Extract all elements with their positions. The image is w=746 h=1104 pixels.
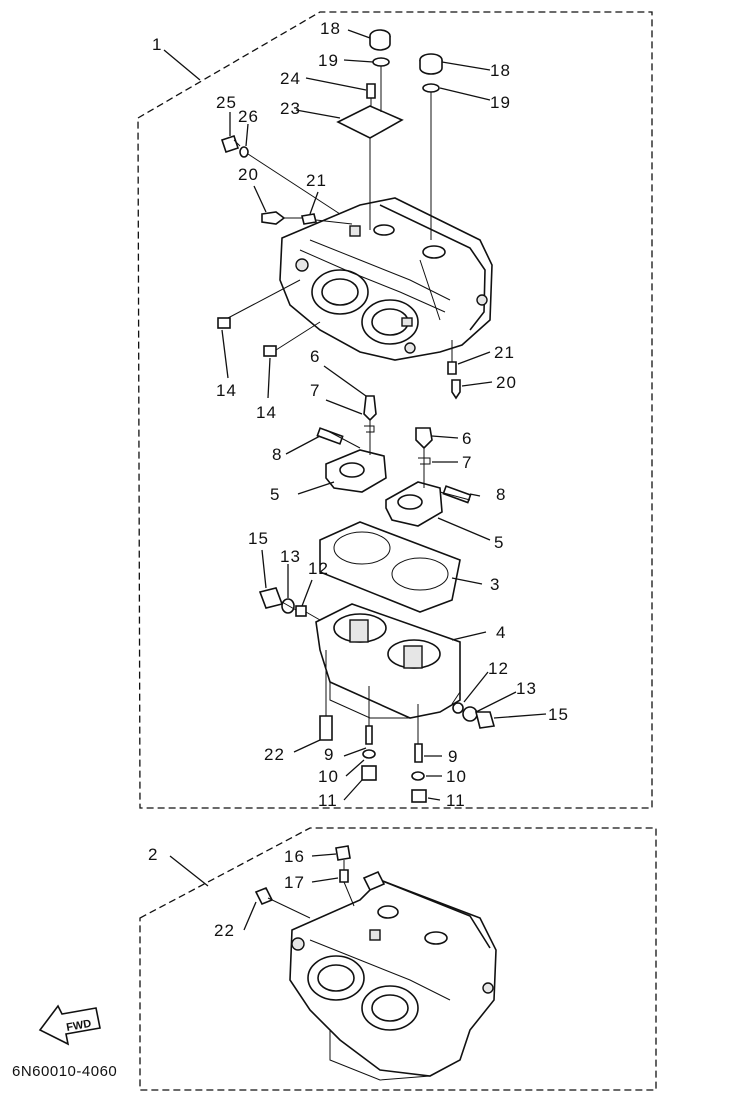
washer-12-right (452, 702, 464, 714)
washer-26 (239, 146, 249, 158)
plug-15-left (258, 587, 284, 609)
jet-24 (366, 83, 376, 99)
clip-7-left (364, 425, 375, 433)
assembly-2-outline (139, 827, 657, 1091)
drain-22-assy2 (254, 886, 274, 906)
washer-19-right (422, 83, 440, 93)
leader-lines (163, 29, 547, 931)
jet-9-left (365, 725, 373, 745)
callout-13b: 13 (516, 679, 537, 698)
callout-10a: 10 (318, 767, 339, 786)
callout-8a: 8 (272, 445, 282, 464)
needle-valve-6-left (363, 395, 377, 422)
callout-7b: 7 (462, 453, 472, 472)
fwd-label: FWD (65, 1018, 92, 1034)
plug-11-right (411, 789, 427, 803)
pilot-screw-20-right (451, 379, 461, 400)
callout-1: 1 (152, 35, 162, 54)
washer-10-right (411, 771, 425, 781)
callout-18b: 18 (490, 61, 511, 80)
callout-21b: 21 (494, 343, 515, 362)
float-chamber-4 (315, 603, 461, 719)
drain-22 (319, 715, 333, 741)
callout-12b: 12 (488, 659, 509, 678)
callout-22a: 22 (264, 745, 285, 764)
plug-18-left (369, 29, 391, 51)
callout-22b: 22 (214, 921, 235, 940)
needle-valve-6-right (415, 427, 433, 450)
plate-23 (336, 105, 404, 139)
callout-24: 24 (280, 69, 301, 88)
callout-4: 4 (496, 623, 506, 642)
callout-13a: 13 (280, 547, 301, 566)
callout-8b: 8 (496, 485, 506, 504)
callout-11b: 11 (446, 791, 466, 810)
plug-11-left (361, 765, 377, 781)
callout-15a: 15 (248, 529, 269, 548)
callout-9a: 9 (324, 745, 334, 764)
pilot-screw-20-left (261, 211, 286, 225)
callout-3: 3 (490, 575, 500, 594)
callout-6a: 6 (310, 347, 320, 366)
callout-20a: 20 (238, 165, 259, 184)
callout-14b: 14 (256, 403, 277, 422)
callout-12a: 12 (308, 559, 329, 578)
spring-17 (339, 869, 349, 883)
plug-18-right (419, 53, 443, 75)
carburetor-assembly-2 (289, 870, 497, 1081)
callout-23: 23 (280, 99, 301, 118)
pin-8-left (316, 427, 344, 445)
jet-12-left (295, 605, 307, 617)
callout-6b: 6 (462, 429, 472, 448)
callout-16: 16 (284, 847, 305, 866)
callout-17: 17 (284, 873, 305, 892)
screw-25 (220, 134, 241, 154)
callout-25: 25 (216, 93, 237, 112)
gasket-3 (319, 521, 461, 613)
diagram-code: 6N60010-4060 (12, 1063, 117, 1080)
callout-7a: 7 (310, 381, 320, 400)
callout-5b: 5 (494, 533, 504, 552)
callout-21a: 21 (306, 171, 327, 190)
callout-14a: 14 (216, 381, 237, 400)
callout-9b: 9 (448, 747, 458, 766)
callout-2: 2 (148, 845, 158, 864)
jet-14-left (217, 317, 231, 329)
float-5-left (325, 449, 387, 493)
callout-18a: 18 (320, 19, 341, 38)
fwd-arrow-icon: FWD (38, 1004, 101, 1046)
float-5-right (385, 481, 443, 527)
callout-10b: 10 (446, 767, 467, 786)
assembly-1-outline (137, 11, 653, 809)
callout-26: 26 (238, 107, 259, 126)
assembly-lines-2 (267, 860, 355, 919)
callout-11a: 11 (318, 791, 338, 810)
washer-19-left (372, 57, 390, 67)
assembly-lines-1 (227, 66, 471, 744)
spring-21-left (301, 213, 317, 225)
plug-15-right (474, 711, 496, 729)
spring-21-right (447, 361, 457, 375)
carburetor-upper-body (279, 197, 493, 361)
jet-9-right (414, 743, 423, 763)
callout-20b: 20 (496, 373, 517, 392)
washer-10-left (362, 749, 376, 759)
screw-16 (335, 845, 351, 861)
callout-19b: 19 (490, 93, 511, 112)
callout-19a: 19 (318, 51, 339, 70)
jet-14-right (263, 345, 277, 357)
ring-13-right (462, 706, 478, 722)
callout-15b: 15 (548, 705, 569, 724)
callout-5a: 5 (270, 485, 280, 504)
